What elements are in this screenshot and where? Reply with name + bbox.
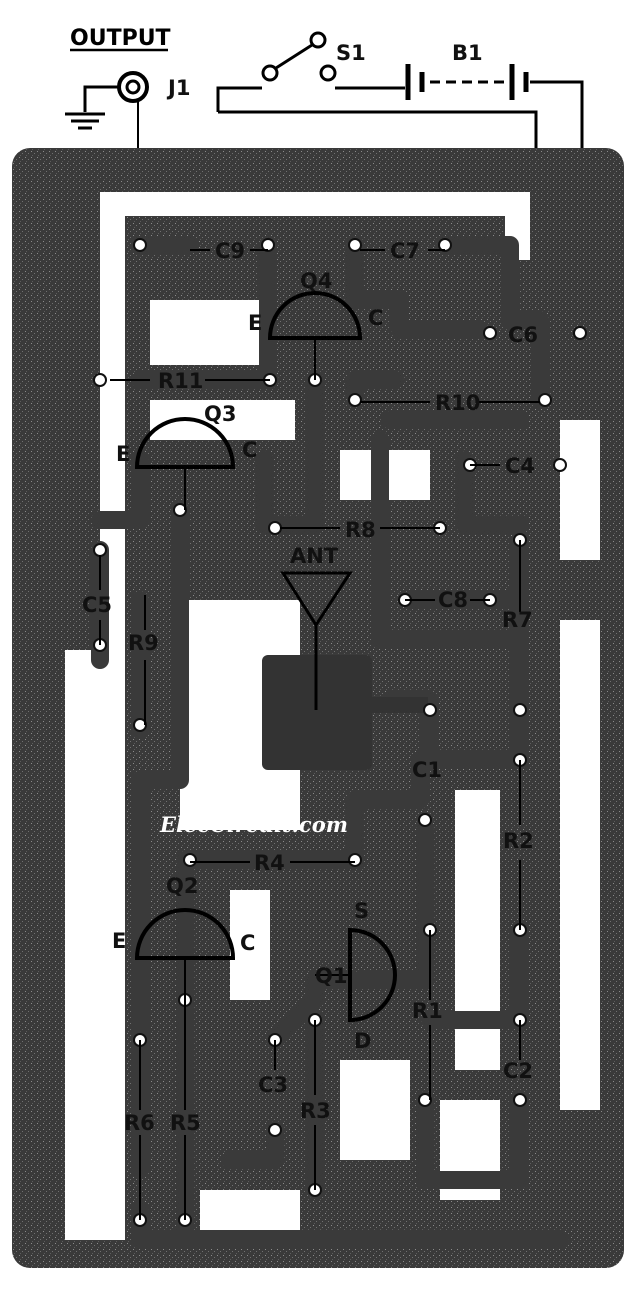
label-r6: R6 <box>124 1111 155 1135</box>
antenna-symbol <box>280 571 353 710</box>
label-c6: C6 <box>508 323 538 347</box>
label-r1: R1 <box>412 999 443 1023</box>
label-c2: C2 <box>503 1059 533 1083</box>
label-r4: R4 <box>254 851 285 875</box>
leader-lines <box>99 249 540 1220</box>
label-c4: C4 <box>505 454 535 478</box>
label-r5: R5 <box>170 1111 201 1135</box>
label-q1: Q1 <box>315 964 347 988</box>
label-r7: R7 <box>502 608 533 632</box>
pin-q2-e: E <box>112 929 126 953</box>
label-c7: C7 <box>390 239 420 263</box>
label-antenna: ANT <box>290 544 339 568</box>
label-j1: J1 <box>166 76 190 100</box>
label-r11: R11 <box>158 369 203 393</box>
transistor-q3 <box>134 417 236 510</box>
label-c9: C9 <box>215 239 245 263</box>
label-c1: C1 <box>412 758 442 782</box>
pin-q1-s: S <box>354 899 369 923</box>
pin-q3-e: E <box>116 442 130 466</box>
label-q3: Q3 <box>204 402 236 426</box>
label-q4: Q4 <box>300 269 332 293</box>
pin-q1-d: D <box>354 1029 371 1053</box>
transistor-q2 <box>134 908 236 1000</box>
label-r2: R2 <box>503 829 534 853</box>
battery-b1 <box>405 64 584 332</box>
label-c5: C5 <box>82 593 112 617</box>
power-switch-s1 <box>216 31 405 112</box>
antenna-pad <box>262 655 372 770</box>
label-r10: R10 <box>435 391 480 415</box>
label-b1: B1 <box>452 41 483 65</box>
pin-q4-c: C <box>368 306 383 330</box>
pin-q4-e: E <box>248 311 262 335</box>
label-r8: R8 <box>345 518 376 542</box>
transistor-q4 <box>267 291 363 380</box>
label-r3: R3 <box>300 1099 331 1123</box>
label-c8: C8 <box>438 588 468 612</box>
trace-network <box>65 192 600 1240</box>
pin-q2-c: C <box>240 931 255 955</box>
watermark: ElecCircuit.com <box>159 812 348 837</box>
board-code: AA J62-0 <box>64 971 104 1135</box>
label-c3: C3 <box>258 1073 288 1097</box>
transistor-q1 <box>315 927 397 1023</box>
label-q2: Q2 <box>166 874 198 898</box>
label-r9: R9 <box>128 631 159 655</box>
output-title: OUTPUT <box>70 26 171 51</box>
pin-q3-c: C <box>242 438 257 462</box>
label-s1: S1 <box>336 41 366 65</box>
